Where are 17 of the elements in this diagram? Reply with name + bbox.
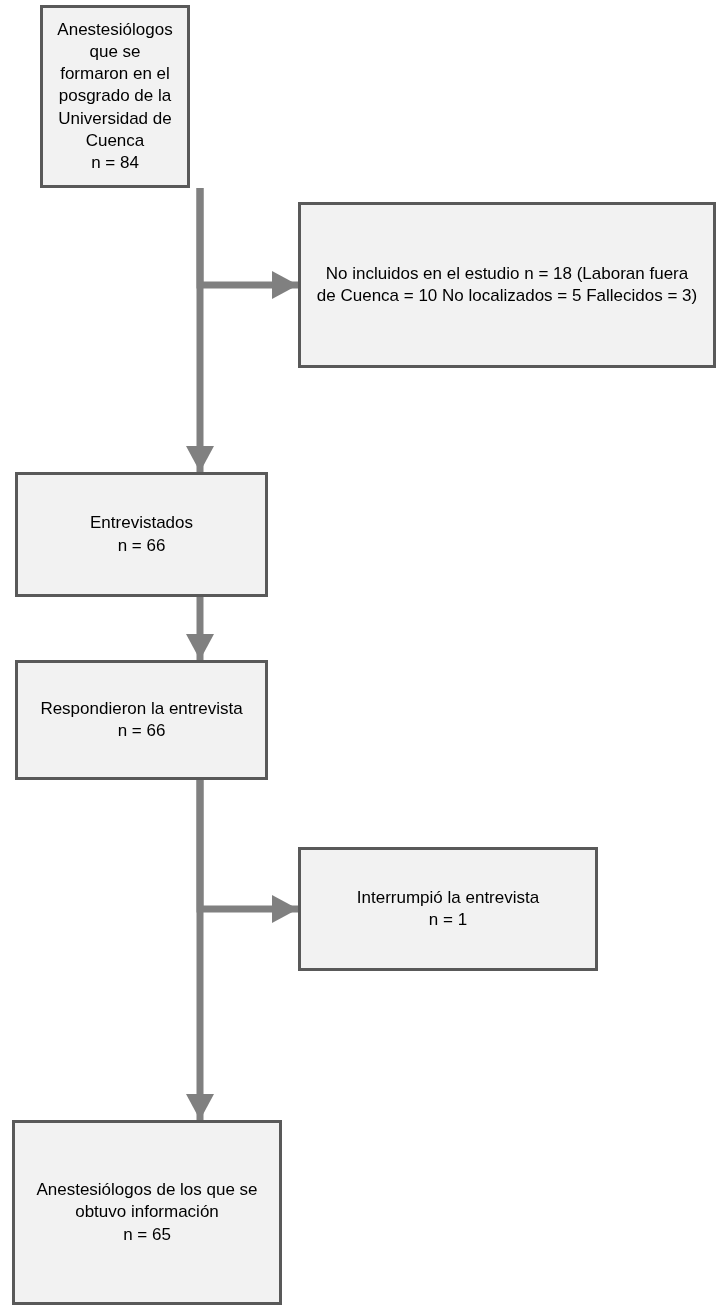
process-box [12,1120,282,1305]
process-box [40,5,190,188]
count-label: n = 1 [428,909,468,931]
box-label: No incluidos en el estudio n = 18 (Laboran fuera de Cuenca = 10 No localizados = 5 Fallecidos = 3) [315,262,699,307]
process-box [298,847,598,971]
process-box [15,472,268,597]
box-label: Entrevistados [90,512,193,535]
arrow [186,597,214,660]
arrow [196,780,298,923]
box-label: Respondieron la entrevista [40,697,243,720]
count-label: n = 66 [117,720,166,742]
box-label: Interrumpió la entrevista [356,886,540,909]
count-label: n = 65 [123,1223,171,1246]
count-label: n = 84 [91,151,139,174]
process-box [298,202,716,368]
count-label: n = 66 [117,534,166,557]
process-box [15,660,268,780]
